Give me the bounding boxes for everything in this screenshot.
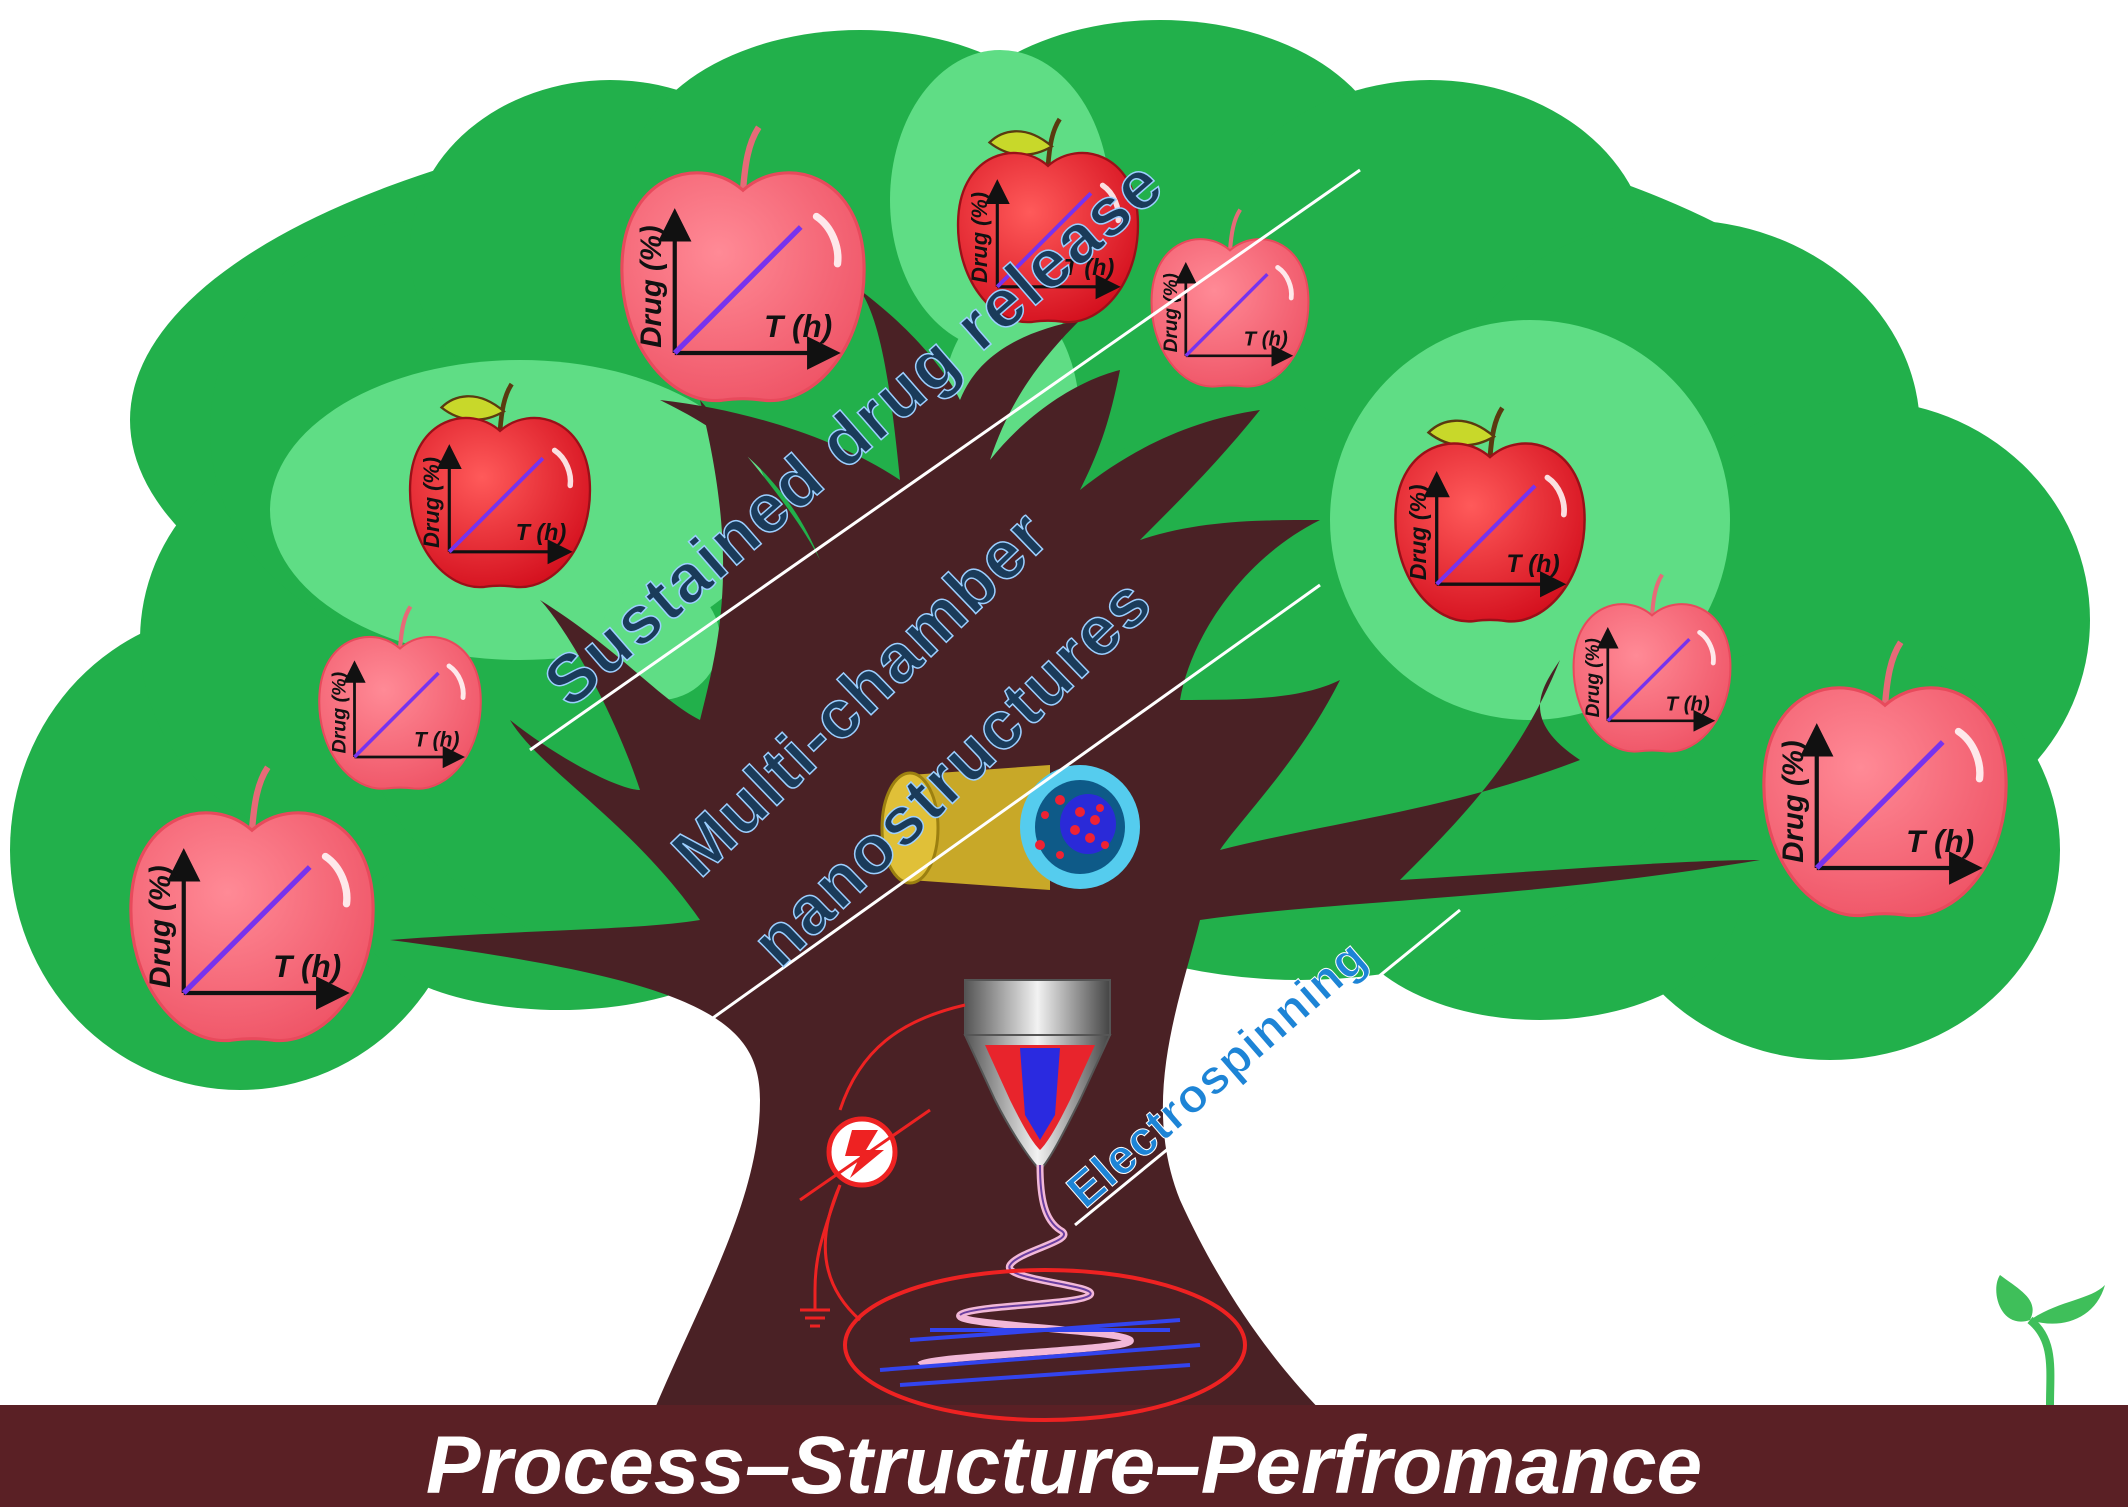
apple-stem xyxy=(1045,117,1062,167)
apple-y-label: Drug (%) xyxy=(1405,484,1431,580)
spinneret-icon xyxy=(963,979,1112,1172)
apple-x-label: T (h) xyxy=(414,729,459,752)
apple-stem xyxy=(248,765,271,831)
apple-icon: Drug (%) T (h) xyxy=(408,382,592,589)
apple-release-line xyxy=(995,191,1093,289)
apple-icon: Drug (%) T (h) xyxy=(1762,640,2008,917)
apple-stem xyxy=(497,382,514,432)
apple-stem xyxy=(1649,573,1664,616)
apple-release-line xyxy=(181,865,312,995)
apple-y-label: Drug (%) xyxy=(1777,740,1810,862)
apple-icon: Drug (%) T (h) xyxy=(1394,406,1586,623)
apple-icon: Drug (%) T (h) xyxy=(620,125,866,402)
apple-x-label: T (h) xyxy=(1506,551,1559,578)
apple-stem xyxy=(397,605,413,649)
electrospinning-setup xyxy=(799,979,1247,1422)
apple-highlight xyxy=(446,663,466,700)
apple-highlight xyxy=(812,212,842,268)
apple-x-label: T (h) xyxy=(1906,823,1974,859)
apple-x-label: T (h) xyxy=(273,948,341,984)
apple-release-line xyxy=(1435,484,1537,586)
apples: Drug (%)T (h)Drug (%)T (h)Drug (%)T (h)D… xyxy=(129,117,2008,1042)
apple-release-line xyxy=(1606,637,1691,723)
apple-highlight xyxy=(1954,727,1984,783)
high-voltage-icon xyxy=(799,1108,931,1202)
apple-y-label: Drug (%) xyxy=(967,192,992,283)
apple-highlight xyxy=(551,447,574,489)
apple-leaf xyxy=(439,395,506,421)
apple-highlight xyxy=(1697,630,1716,666)
apple-stem xyxy=(1881,640,1904,706)
apple-release-line xyxy=(672,225,803,355)
apple-release-line xyxy=(1184,272,1269,358)
apple-release-line xyxy=(1814,740,1945,870)
collector xyxy=(843,1268,1247,1422)
apple-y-label: Drug (%) xyxy=(144,865,177,987)
ground-banner xyxy=(0,1405,2128,1507)
apple-y-label: Drug (%) xyxy=(635,225,668,347)
apple-x-label: T (h) xyxy=(1064,254,1115,280)
apple-x-label: T (h) xyxy=(516,519,567,545)
apple-stem xyxy=(1227,208,1242,251)
apple-icon: Drug (%) T (h) xyxy=(1150,208,1310,388)
apple-y-label: Drug (%) xyxy=(1583,638,1604,717)
ground-icon xyxy=(800,1290,830,1328)
apple-stem xyxy=(739,125,762,191)
apple-icon: Drug (%) T (h) xyxy=(318,605,482,790)
apple-leaf xyxy=(1426,419,1497,447)
apple-highlight xyxy=(321,852,351,908)
fiber-cross-section-icon xyxy=(880,765,1140,890)
apple-x-label: T (h) xyxy=(1666,694,1710,716)
apple-y-label: Drug (%) xyxy=(328,672,350,754)
apple-release-line xyxy=(447,456,545,554)
sprout-icon xyxy=(1996,1275,2105,1406)
apple-icon: Drug (%) T (h) xyxy=(956,117,1140,324)
apple-x-label: T (h) xyxy=(1244,329,1288,351)
apple-highlight xyxy=(1544,474,1567,518)
apple-highlight xyxy=(1275,265,1294,301)
apple-release-line xyxy=(353,671,440,759)
apple-y-label: Drug (%) xyxy=(1161,273,1182,352)
bottom-banner-text: Process–Structure–Perfromance xyxy=(426,1420,1702,1507)
apple-highlight xyxy=(1099,182,1122,224)
apple-leaf xyxy=(987,130,1054,156)
apple-x-label: T (h) xyxy=(764,308,832,344)
apple-icon: Drug (%) T (h) xyxy=(1572,573,1732,753)
apple-icon: Drug (%) T (h) xyxy=(129,765,375,1042)
apple-stem xyxy=(1487,406,1505,458)
apple-y-label: Drug (%) xyxy=(419,457,444,548)
